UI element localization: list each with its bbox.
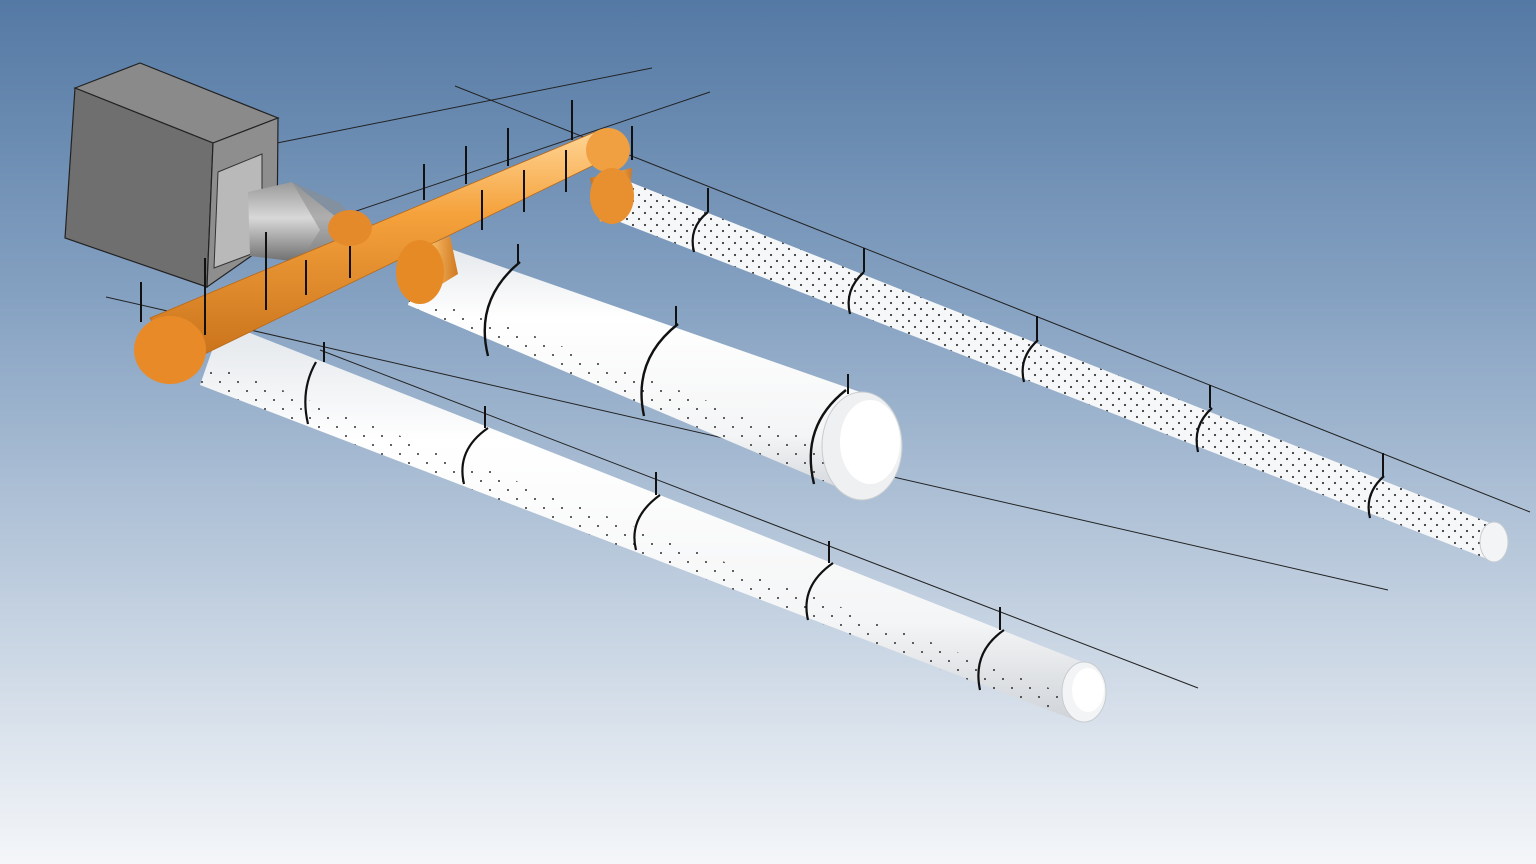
cable-top-1: [454, 85, 1531, 513]
air-handling-unit[interactable]: [64, 62, 280, 289]
header-elbow-rear: [586, 128, 630, 172]
cable-top-3: [299, 91, 711, 231]
fabric-duct-front[interactable]: [200, 322, 1107, 723]
duct-rear-rings: [691, 211, 1385, 519]
header-branch-rear-collar: [590, 168, 634, 224]
duct-front-rings: [304, 361, 1005, 691]
duct-front-hangers: [323, 342, 1001, 630]
duct-rear-hangers: [707, 188, 1384, 476]
duct-middle-hangers: [517, 244, 849, 394]
header-branch-middle-collar: [396, 240, 444, 304]
header-hangers: [140, 100, 633, 335]
cable-front: [319, 349, 1199, 689]
header-inlet-collar: [328, 210, 372, 246]
header-elbow-front: [134, 316, 206, 384]
fabric-duct-middle[interactable]: [408, 240, 903, 501]
duct-rear-end-cap: [1479, 521, 1509, 563]
fabric-duct-rear[interactable]: [620, 182, 1509, 563]
header-duct[interactable]: [134, 100, 634, 384]
duct-middle-rings: [483, 261, 847, 485]
cable-top-2: [261, 67, 653, 147]
